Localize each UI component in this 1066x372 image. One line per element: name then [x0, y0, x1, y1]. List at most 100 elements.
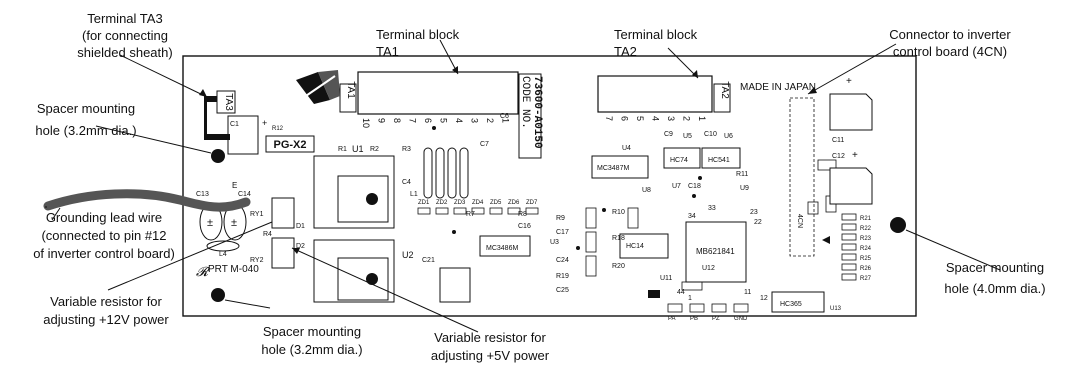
svg-text:11: 11 [744, 289, 751, 296]
svg-text:HC541: HC541 [708, 157, 730, 164]
svg-text:22: 22 [754, 219, 762, 226]
svg-text:Terminal block: Terminal block [614, 27, 698, 42]
regulator-u1: U1 [313, 144, 395, 229]
c1-label: C1 [230, 121, 239, 128]
ta2-pin-6: 6 [620, 116, 630, 121]
code-number-block: CODE NO. 73600-A0150 [518, 73, 543, 159]
svg-text:Variable resistor for: Variable resistor for [50, 294, 162, 309]
svg-text:C18: C18 [688, 183, 701, 190]
callout-terminal-ta2: Terminal block TA2 [614, 27, 698, 59]
leader-arrowheads [199, 66, 817, 254]
zener-zd1 [417, 207, 431, 215]
svg-text:adjusting +12V power: adjusting +12V power [43, 312, 169, 327]
r3-label: R3 [402, 146, 411, 153]
callout-spacer-bottom: Spacer mounting hole (3.2mm dia.) [261, 324, 362, 357]
ta1-pin-7: 7 [408, 118, 418, 123]
svg-text:U11: U11 [660, 275, 672, 282]
svg-text:HC365: HC365 [780, 301, 802, 308]
svg-text:R10: R10 [612, 209, 625, 216]
svg-text:+: + [852, 150, 858, 161]
d2-label: D2 [296, 243, 305, 250]
ic-mc3486: MC3486M [479, 235, 531, 257]
capacitors-c13-c14: ± ± C13 C14 E L4 [196, 181, 251, 258]
svg-text:U3: U3 [550, 239, 559, 246]
ta1-pin-10: 10 [361, 118, 371, 128]
svg-text:U13: U13 [830, 306, 842, 312]
grounding-lead-wire [43, 189, 251, 212]
ry2-label: RY2 [250, 257, 264, 264]
svg-text:adjusting +5V power: adjusting +5V power [431, 348, 550, 363]
svg-text:GND: GND [734, 316, 748, 322]
svg-text:Grounding lead wire: Grounding lead wire [46, 210, 162, 225]
callout-spacer-right: Spacer mounting hole (4.0mm dia.) [944, 260, 1045, 296]
svg-text:U6: U6 [724, 133, 733, 140]
svg-text:L1: L1 [410, 191, 418, 198]
svg-text:E: E [232, 181, 237, 190]
svg-text:R12: R12 [272, 126, 284, 132]
label-r27: R27 [860, 276, 872, 282]
callout-vr-12v: Variable resistor for adjusting +12V pow… [43, 294, 169, 327]
svg-text:C9: C9 [664, 131, 673, 138]
svg-text:𝓡: 𝓡 [196, 264, 211, 279]
svg-text:C14: C14 [238, 191, 251, 198]
svg-text:C4: C4 [402, 179, 411, 186]
ta3-label: TA3 [223, 93, 234, 111]
small-parts [432, 126, 837, 313]
callout-terminal-ta1: Terminal block TA1 [376, 27, 460, 59]
callout-spacer-left: Spacer mounting hole (3.2mm dia.) [35, 101, 136, 138]
callout-vr-5v: Variable resistor for adjusting +5V powe… [431, 330, 550, 363]
ta1-pin-3: 3 [470, 118, 480, 123]
svg-text:C11: C11 [832, 137, 844, 144]
terminal-block-ta1: TA1 [339, 71, 519, 115]
ta2-pin-4: 4 [651, 116, 661, 121]
spacer-hole-right [890, 217, 906, 233]
label-zd7: ZD7 [526, 200, 538, 206]
svg-text:hole (4.0mm dia.): hole (4.0mm dia.) [944, 281, 1045, 296]
svg-text:L4: L4 [219, 251, 227, 258]
svg-text:12: 12 [760, 295, 768, 302]
svg-text:Terminal block: Terminal block [376, 27, 460, 42]
svg-text:R18: R18 [612, 235, 625, 242]
svg-text:R7: R7 [466, 211, 475, 218]
svg-text:MC3486M: MC3486M [486, 245, 518, 252]
r1-label: R1 [338, 146, 347, 153]
terminal-ta3: TA3 [204, 90, 236, 140]
ic-mb621841: MB621841 34 33 23 22 44 1 11 12 [677, 205, 768, 302]
ta1-pin-8: 8 [392, 118, 402, 123]
prt-label: PRT M-040 [208, 264, 259, 275]
inductor-l1: L1 [410, 147, 469, 199]
svg-text:HC74: HC74 [670, 157, 688, 164]
ic-hc365: HC365 [771, 291, 825, 313]
svg-text:+: + [262, 118, 267, 128]
svg-text:MB621841: MB621841 [696, 247, 735, 256]
svg-text:Terminal TA3: Terminal TA3 [87, 11, 162, 26]
svg-text:1: 1 [688, 295, 692, 302]
board-name: PG-X2 [265, 135, 315, 153]
svg-text:C16: C16 [518, 223, 531, 230]
svg-text:33: 33 [708, 205, 716, 212]
relay-ry1 [271, 197, 295, 229]
svg-text:(connected to pin #12: (connected to pin #12 [41, 228, 166, 243]
label-zd3: ZD3 [454, 200, 466, 206]
d1-label: D1 [296, 223, 305, 230]
svg-text:shielded sheath): shielded sheath) [77, 45, 172, 60]
relay-ry2 [271, 237, 295, 269]
resistor-r21 [841, 213, 857, 221]
svg-text:23: 23 [750, 209, 758, 216]
connector-4cn: 4CN [789, 97, 815, 257]
zener-zd7 [525, 207, 539, 215]
capacitor-c1 [227, 115, 259, 155]
svg-text:U1: U1 [352, 144, 364, 154]
zener-zd4 [471, 207, 485, 215]
svg-text:R9: R9 [556, 215, 565, 222]
zener-zd2 [435, 207, 449, 215]
label-zd2: ZD2 [436, 200, 448, 206]
leader-lines [45, 39, 1001, 333]
ta1-pin-6: 6 [423, 118, 433, 123]
svg-text:TA2: TA2 [614, 44, 637, 59]
svg-text:34: 34 [688, 213, 696, 220]
svg-text:HC14: HC14 [626, 243, 644, 250]
